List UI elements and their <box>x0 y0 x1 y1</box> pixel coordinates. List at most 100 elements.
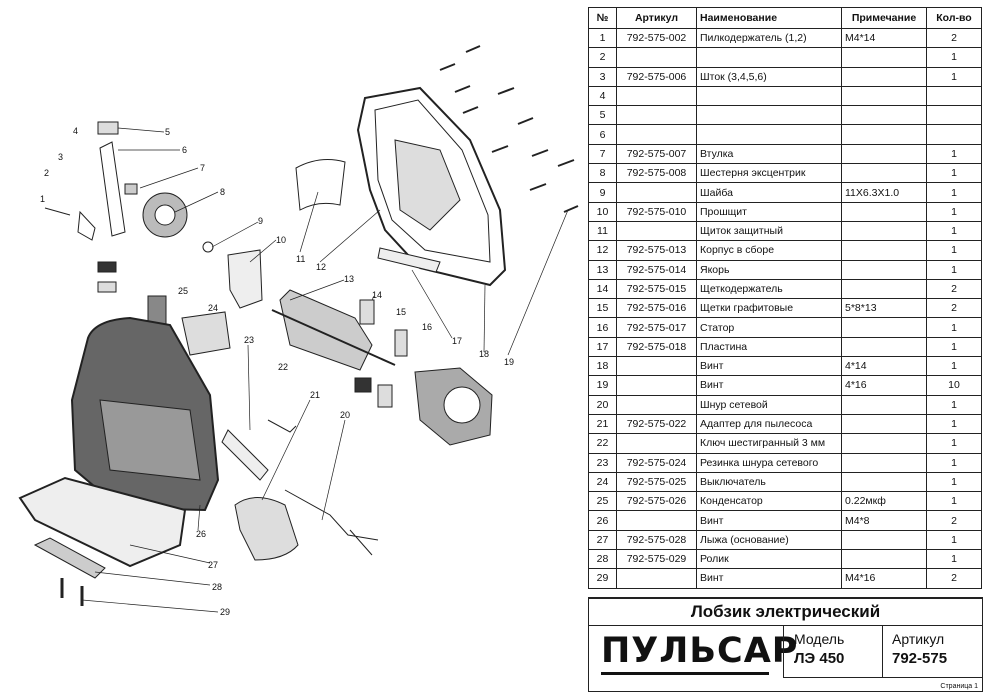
cell-article: 792-575-016 <box>616 298 697 319</box>
cell-name: Щетки графитовые <box>696 298 842 319</box>
callout-24: 24 <box>208 303 218 313</box>
callout-20: 20 <box>340 410 350 420</box>
cell-qty: 1 <box>926 433 982 454</box>
cell-qty: 1 <box>926 240 982 261</box>
cell-note <box>841 317 927 338</box>
cell-qty: 1 <box>926 471 982 493</box>
cell-qty: 1 <box>926 163 982 184</box>
cell-name: Шток (3,4,5,6) <box>696 66 842 87</box>
header-note: Примечание <box>841 7 927 29</box>
callout-19: 19 <box>504 357 514 367</box>
cell-note <box>841 105 927 126</box>
cell-note <box>841 452 927 473</box>
cell-no: 23 <box>588 452 617 473</box>
cell-no: 3 <box>588 66 617 87</box>
header-article: Артикул <box>616 7 697 29</box>
cell-no: 25 <box>588 491 617 512</box>
cell-qty: 1 <box>926 259 982 280</box>
cell-qty: 1 <box>926 549 982 570</box>
callout-27: 27 <box>208 560 218 570</box>
cell-name <box>696 124 842 145</box>
callout-13: 13 <box>344 274 354 284</box>
cell-note <box>841 201 927 222</box>
page-strip: Страница 1 <box>783 677 982 692</box>
cell-name: Шестерня эксцентрик <box>696 163 842 184</box>
cell-article: 792-575-013 <box>616 240 697 261</box>
brand-logo: ПУЛЬСАР <box>601 631 799 671</box>
cell-no: 27 <box>588 529 617 551</box>
cell-name: Якорь <box>696 259 842 280</box>
cell-name: Резинка шнура сетевого <box>696 452 842 473</box>
cell-name <box>696 85 842 107</box>
cell-note: M4*16 <box>841 568 927 589</box>
cell-article: 792-575-008 <box>616 163 697 184</box>
cell-qty: 2 <box>926 568 982 589</box>
cell-no: 20 <box>588 394 617 415</box>
cell-article <box>616 375 697 396</box>
cell-note: 5*8*13 <box>841 298 927 319</box>
callout-1: 1 <box>40 194 45 204</box>
cell-article: 792-575-007 <box>616 143 697 165</box>
cell-note <box>841 336 927 358</box>
cell-note <box>841 259 927 280</box>
cell-article: 792-575-014 <box>616 259 697 280</box>
cell-note: 4*14 <box>841 356 927 377</box>
callout-22: 22 <box>278 362 288 372</box>
cell-qty <box>926 85 982 107</box>
cell-name: Прошщит <box>696 201 842 222</box>
callout-7: 7 <box>200 163 205 173</box>
callout-18: 18 <box>479 349 489 359</box>
model-value: ЛЭ 450 <box>794 650 845 667</box>
cell-name <box>696 105 842 126</box>
cell-note <box>841 240 927 261</box>
cell-article: 792-575-026 <box>616 491 697 512</box>
page-number: Страница 1 <box>940 683 978 690</box>
cell-name <box>696 47 842 68</box>
cell-article <box>616 568 697 589</box>
cell-article: 792-575-015 <box>616 278 697 300</box>
cell-name: Пластина <box>696 336 842 358</box>
callout-17: 17 <box>452 336 462 346</box>
article-value: 792-575 <box>892 650 948 667</box>
cell-no: 21 <box>588 413 617 435</box>
cell-qty: 1 <box>926 356 982 377</box>
cell-no: 24 <box>588 471 617 493</box>
cell-note <box>841 85 927 107</box>
callout-29: 29 <box>220 607 230 617</box>
cell-name: Выключатель <box>696 471 842 493</box>
cell-name: Щиток защитный <box>696 220 842 242</box>
cell-no: 6 <box>588 124 617 145</box>
cell-qty: 2 <box>926 298 982 319</box>
cell-name: Винт <box>696 510 842 531</box>
article-label: Артикул <box>892 631 945 647</box>
cell-article <box>616 433 697 454</box>
cell-qty: 1 <box>926 66 982 87</box>
cell-article: 792-575-010 <box>616 201 697 222</box>
callout-6: 6 <box>182 145 187 155</box>
cell-note <box>841 413 927 435</box>
cell-name: Конденсатор <box>696 491 842 512</box>
cell-qty: 1 <box>926 452 982 473</box>
header-qty: Кол-во <box>926 7 982 29</box>
cell-qty: 10 <box>926 375 982 396</box>
cell-no: 12 <box>588 240 617 261</box>
cell-name: Шайба <box>696 182 842 203</box>
callout-5: 5 <box>165 127 170 137</box>
cell-no: 26 <box>588 510 617 531</box>
